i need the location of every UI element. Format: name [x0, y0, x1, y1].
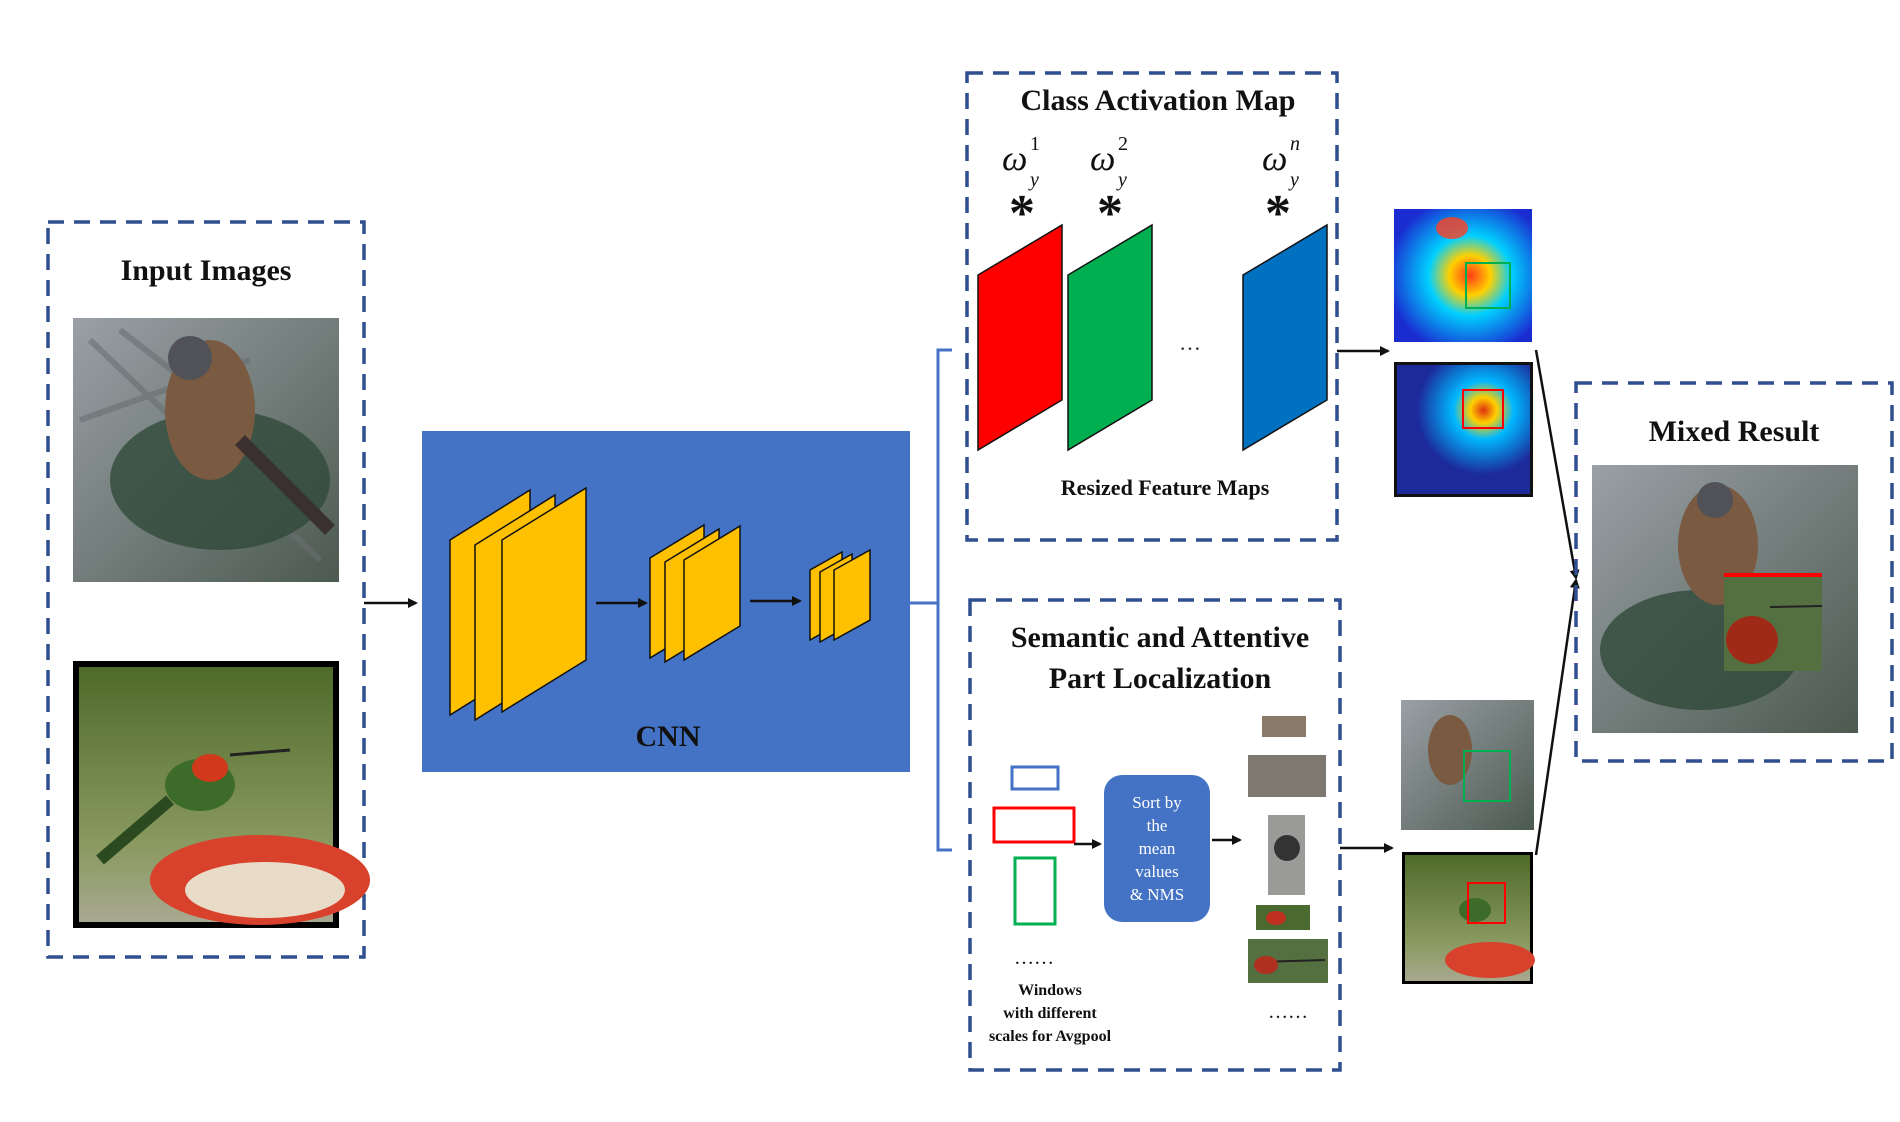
svg-text:the: the	[1147, 816, 1168, 835]
feature-stack-small	[809, 548, 871, 644]
crop-3	[1268, 815, 1305, 895]
svg-text:mean: mean	[1139, 839, 1176, 858]
convolve-star-n: *	[1265, 185, 1291, 242]
localized-image-hummingbird	[1402, 852, 1535, 984]
feature-stack-medium	[649, 523, 741, 664]
branch-bracket	[910, 348, 952, 852]
mixed-result-panel: Mixed Result	[1574, 381, 1894, 763]
svg-text:ω: ω	[1090, 138, 1115, 178]
arrow-heatmaps-to-mixed	[1534, 349, 1580, 580]
input-image-finch	[73, 318, 339, 582]
feature-map-blue	[1242, 223, 1328, 452]
input-image-hummingbird	[73, 661, 370, 928]
input-panel-border	[46, 220, 366, 959]
crop-4	[1256, 905, 1310, 930]
localized-image-finch	[1401, 700, 1534, 830]
feature-map-red	[977, 223, 1063, 452]
crop-5	[1248, 939, 1328, 983]
svg-text:y: y	[1028, 169, 1039, 191]
window-blue	[1010, 765, 1060, 791]
svg-text:values: values	[1135, 862, 1178, 881]
sapl-title-line1: Semantic and Attentive	[1011, 621, 1309, 654]
svg-text:2: 2	[1118, 133, 1128, 155]
windows-ellipsis: ……	[1014, 947, 1054, 969]
svg-text:1: 1	[1030, 133, 1040, 155]
weight-omega-n: ω n y *	[1262, 133, 1300, 242]
resized-feature-maps-caption: Resized Feature Maps	[1061, 475, 1270, 500]
convolve-star-2: *	[1097, 185, 1123, 242]
feature-map-ellipsis: …	[1179, 330, 1201, 355]
cam-panel-border	[965, 71, 1339, 542]
cam-panel: Class Activation Map ω 1 y * ω 2 y * ω n…	[965, 71, 1339, 542]
feature-map-green	[1067, 223, 1153, 452]
svg-text:Sort by: Sort by	[1132, 793, 1182, 812]
cam-title: Class Activation Map	[1020, 84, 1295, 117]
crop-2	[1248, 755, 1326, 797]
window-red	[992, 806, 1076, 844]
sapl-panel-border	[968, 598, 1342, 1072]
weight-omega-2: ω 2 y *	[1090, 133, 1128, 242]
crops-ellipsis: ……	[1268, 1001, 1308, 1023]
svg-text:y: y	[1288, 169, 1299, 191]
svg-text:ω: ω	[1262, 138, 1287, 178]
windows-caption-line2: with different	[1003, 1005, 1097, 1022]
window-green	[1013, 856, 1057, 926]
svg-text:y: y	[1116, 169, 1127, 191]
heatmap-image-2	[1394, 362, 1533, 497]
windows-caption-line3: scales for Avgpool	[989, 1028, 1112, 1045]
mixed-result-image	[1592, 465, 1858, 733]
windows-caption-line1: Windows	[1018, 982, 1082, 999]
mixed-result-title: Mixed Result	[1649, 415, 1820, 448]
sapl-title-line2: Part Localization	[1049, 662, 1272, 695]
crop-1	[1262, 716, 1306, 737]
cnn-block: CNN	[422, 431, 910, 772]
arrow-localized-to-mixed	[1534, 578, 1580, 856]
convolve-star-1: *	[1009, 185, 1035, 242]
input-images-title: Input Images	[121, 254, 292, 287]
sapl-panel: Semantic and Attentive Part Localization…	[968, 598, 1342, 1072]
input-images-panel: Input Images	[46, 220, 370, 959]
svg-text:& NMS: & NMS	[1130, 885, 1184, 904]
sort-nms-box: Sort by the mean values & NMS	[1104, 775, 1210, 922]
mixed-panel-border	[1574, 381, 1894, 763]
weight-omega-1: ω 1 y *	[1002, 133, 1040, 242]
cnn-label: CNN	[636, 720, 701, 753]
heatmap-image-1	[1394, 209, 1532, 342]
feature-stack-large	[449, 486, 587, 722]
svg-text:ω: ω	[1002, 138, 1027, 178]
svg-text:n: n	[1290, 133, 1300, 155]
